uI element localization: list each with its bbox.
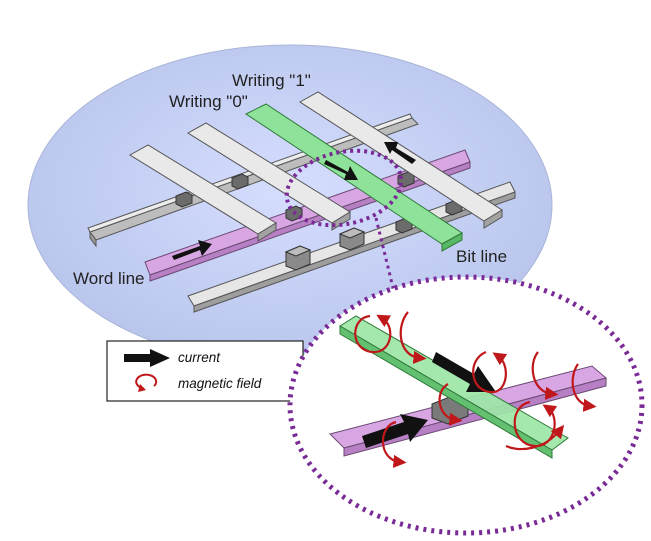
zoom-connector xyxy=(374,217,398,301)
magnetic-field-loop-icon xyxy=(135,373,158,392)
inset-field-loops xyxy=(354,311,597,468)
selected-cell-highlight xyxy=(284,148,404,228)
label-writing-zero: Writing "0" xyxy=(169,92,248,111)
bit-line-2 xyxy=(187,122,351,231)
zoom-inset xyxy=(287,274,645,536)
legend-current: current xyxy=(178,350,221,365)
current-arrows-array xyxy=(172,142,416,260)
inset-current-arrows xyxy=(362,352,496,448)
word-line-back xyxy=(87,113,419,248)
inset-bit-line xyxy=(339,315,569,459)
bit-line-4 xyxy=(299,91,503,229)
legend: current magnetic field xyxy=(106,340,304,402)
bit-line-1 xyxy=(129,144,277,242)
legend-magnetic-field: magnetic field xyxy=(178,376,262,391)
label-word-line: Word line xyxy=(73,269,145,288)
current-arrow-icon xyxy=(124,349,170,367)
label-writing-one: Writing "1" xyxy=(232,71,311,90)
label-bit-line: Bit line xyxy=(456,247,507,266)
